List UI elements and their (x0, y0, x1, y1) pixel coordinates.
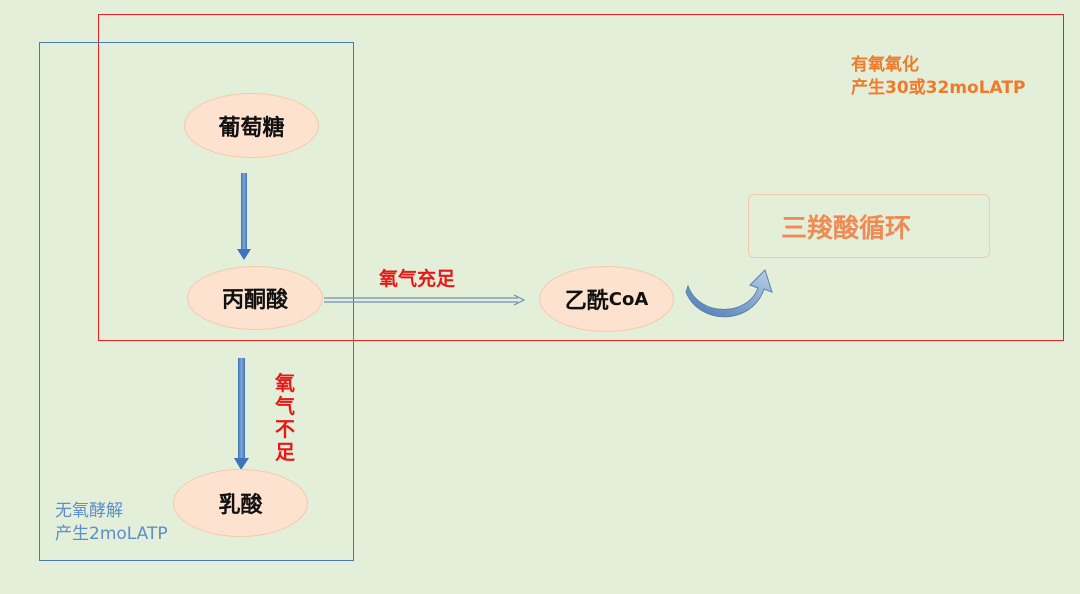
oxygen-sufficient-label: 氧气充足 (379, 268, 456, 290)
pyruvate-node: 丙酮酸 (187, 266, 323, 330)
anaerobic-yield: 产生2moLATP (55, 524, 168, 544)
acetyl-coa-suffix: CoA (608, 288, 649, 310)
arrow-pyruvate-to-lactate (234, 358, 249, 470)
oxygen-insufficient-label: 氧气不足 (275, 371, 295, 464)
glucose-label: 葡萄糖 (218, 115, 285, 141)
anaerobic-title: 无氧酵解 (55, 501, 123, 521)
aerobic-title: 有氧氧化 (851, 55, 919, 75)
anaerobic-label: 无氧酵解 产生2moLATP (55, 500, 168, 546)
pyruvate-label: 丙酮酸 (221, 288, 288, 313)
aerobic-yield: 产生30或32moLATP (851, 78, 1026, 98)
lactate-node: 乳酸 (173, 469, 308, 537)
aerobic-oxidation-region (98, 14, 1064, 341)
arrow-glucose-to-pyruvate (237, 173, 251, 260)
arrow-pyruvate-to-acetyl (324, 294, 526, 306)
acetyl-label: 乙酰 (564, 289, 609, 314)
tca-cycle-label: 三羧酸循环 (781, 213, 912, 244)
lactate-label: 乳酸 (218, 493, 263, 518)
curved-arrow-to-tca (685, 269, 773, 318)
glucose-node: 葡萄糖 (184, 93, 319, 158)
tca-cycle-box: 三羧酸循环 (748, 194, 990, 258)
aerobic-label: 有氧氧化 产生30或32moLATP (851, 54, 1025, 100)
